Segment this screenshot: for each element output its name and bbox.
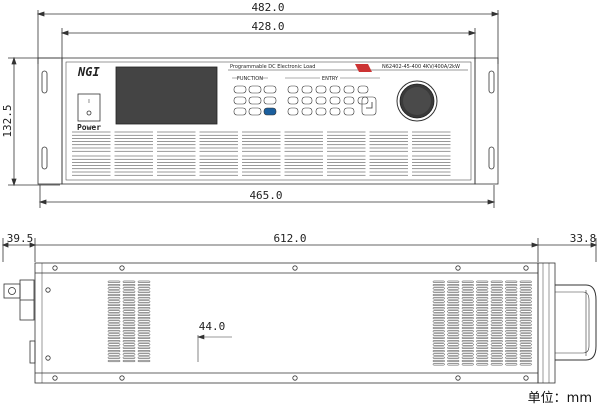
screw bbox=[523, 375, 529, 381]
dim-overall-width-label: 482.0 bbox=[251, 1, 284, 14]
unit-label: 单位：mm bbox=[527, 391, 592, 406]
ear-slot bbox=[488, 70, 495, 94]
dim-height-label: 132.5 bbox=[1, 104, 14, 137]
dim-depth-label: 612.0 bbox=[273, 232, 306, 245]
dim-inner-offset: 44.0 bbox=[197, 320, 232, 362]
dim-depth: 612.0 bbox=[35, 232, 540, 262]
dim-body-width: 465.0 bbox=[38, 185, 496, 208]
vent-block bbox=[72, 155, 111, 176]
screw bbox=[523, 265, 529, 271]
screw bbox=[52, 265, 58, 271]
model-title: Programmable DC Electronic Load bbox=[230, 64, 315, 70]
screw bbox=[119, 375, 125, 381]
vent-block bbox=[114, 131, 153, 152]
dim-handle-depth: 33.8 bbox=[538, 232, 598, 262]
vent-block bbox=[284, 131, 323, 152]
screw bbox=[455, 265, 461, 271]
vent-column bbox=[476, 280, 489, 366]
front-view: 482.0 428.0 132.5 N bbox=[1, 1, 500, 187]
screw bbox=[292, 375, 298, 381]
dim-height: 132.5 bbox=[1, 56, 60, 187]
vent-block bbox=[199, 131, 238, 152]
entry-keypad bbox=[287, 85, 377, 116]
screws bbox=[45, 265, 529, 381]
rotary-knob bbox=[396, 80, 438, 122]
front-ear-side bbox=[537, 262, 556, 384]
switch-on-mark: I bbox=[88, 99, 89, 105]
ear-slot bbox=[41, 70, 48, 94]
dim-inner-offset-label: 44.0 bbox=[199, 320, 226, 333]
handle bbox=[555, 284, 597, 361]
ear-slot bbox=[488, 146, 495, 170]
rack-ear-right bbox=[474, 57, 499, 185]
power-switch bbox=[77, 93, 101, 122]
screw bbox=[455, 375, 461, 381]
vent-block bbox=[412, 155, 451, 176]
screw bbox=[45, 287, 51, 293]
vent-column bbox=[107, 280, 121, 363]
rear-connectors bbox=[3, 279, 36, 364]
vent-block bbox=[242, 131, 281, 152]
vent-block bbox=[72, 131, 111, 152]
vent-block bbox=[114, 155, 153, 176]
vent-block bbox=[412, 131, 451, 152]
function-label: FUNCTION bbox=[237, 76, 263, 82]
vent-column bbox=[122, 280, 136, 363]
vent-block bbox=[157, 155, 196, 176]
vent-block bbox=[369, 131, 408, 152]
dim-rack-width: 428.0 bbox=[60, 20, 477, 62]
brand-logo: NGI bbox=[77, 65, 100, 79]
dim-rear-protrusion-label: 39.5 bbox=[7, 232, 34, 245]
front-vents bbox=[72, 131, 451, 176]
dim-rack-width-label: 428.0 bbox=[251, 20, 284, 33]
vent-block bbox=[327, 155, 366, 176]
dim-body-width-label: 465.0 bbox=[249, 189, 282, 202]
side-vents bbox=[107, 280, 532, 366]
vent-column bbox=[447, 280, 460, 366]
vent-block bbox=[242, 155, 281, 176]
model-spec: N62402-45-400 4KV/400A/2kW bbox=[382, 64, 460, 70]
accent-stripe bbox=[355, 64, 372, 72]
vent-column bbox=[432, 280, 445, 366]
lcd-display bbox=[115, 66, 218, 125]
vent-column bbox=[461, 280, 474, 366]
vent-block bbox=[157, 131, 196, 152]
vent-block bbox=[327, 131, 366, 152]
dim-overall-width: 482.0 bbox=[36, 1, 500, 64]
enter-key bbox=[361, 96, 377, 116]
power-label: Power bbox=[77, 123, 101, 132]
vent-block bbox=[369, 155, 408, 176]
vent-block bbox=[199, 155, 238, 176]
dim-handle-depth-label: 33.8 bbox=[570, 232, 597, 245]
vent-column bbox=[505, 280, 518, 366]
entry-label: ENTRY bbox=[322, 76, 339, 82]
side-view: 39.5 612.0 33.8 bbox=[1, 232, 598, 384]
screw bbox=[292, 265, 298, 271]
screw bbox=[119, 265, 125, 271]
vent-column bbox=[137, 280, 151, 363]
function-keypad bbox=[233, 85, 277, 116]
vent-column bbox=[519, 280, 532, 366]
vent-column bbox=[490, 280, 503, 366]
screw bbox=[45, 355, 51, 361]
dim-rear-protrusion: 39.5 bbox=[1, 232, 37, 262]
ear-slot bbox=[41, 146, 48, 170]
front-panel bbox=[61, 57, 476, 185]
switch-off-mark bbox=[86, 110, 92, 116]
vent-block bbox=[284, 155, 323, 176]
screw bbox=[52, 375, 58, 381]
